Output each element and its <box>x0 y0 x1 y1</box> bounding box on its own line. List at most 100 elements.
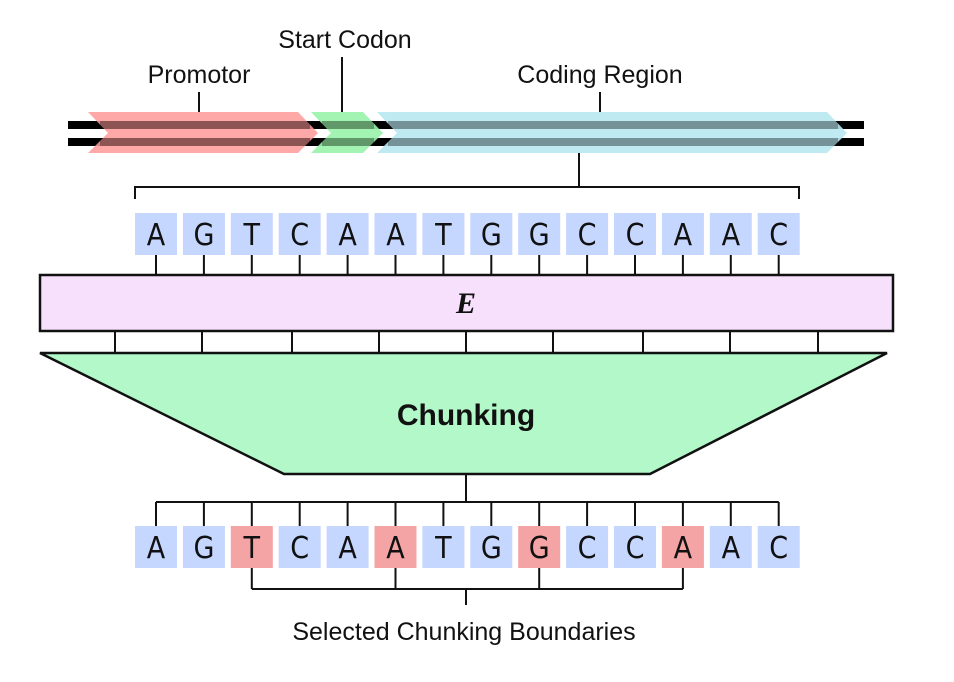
output-nucleotide: G <box>182 526 225 568</box>
output-nucleotide: G <box>470 526 513 568</box>
input-nucleotide: C <box>566 213 609 255</box>
nucleotide-box <box>230 213 273 255</box>
chunking-label: Chunking <box>397 399 535 432</box>
promotor-label: Promotor <box>148 61 251 89</box>
output-nucleotide: C <box>566 526 609 568</box>
input-nucleotide: A <box>135 213 177 255</box>
boundary-bracket <box>250 568 684 605</box>
region-coding <box>377 112 847 153</box>
nucleotide-box <box>374 213 417 255</box>
output-nucleotide: G <box>518 526 561 568</box>
encoder-label: E <box>455 287 476 320</box>
coding-region-band-top <box>388 121 838 129</box>
promotor-band-bottom <box>100 138 310 146</box>
nucleotide-letter: T <box>434 218 452 253</box>
nucleotide-box <box>661 213 704 255</box>
nucleotide-letter: C <box>769 531 788 566</box>
input-nucleotide: A <box>374 213 417 255</box>
nucleotide-box <box>470 526 513 568</box>
output-nucleotide: C <box>757 526 800 568</box>
nucleotide-box <box>326 213 369 255</box>
nucleotide-box <box>614 526 656 568</box>
nucleotide-box <box>757 526 800 568</box>
output-nucleotide: A <box>374 526 417 568</box>
selected-boundaries-label: Selected Chunking Boundaries <box>292 618 635 646</box>
nucleotide-box <box>518 213 561 255</box>
nucleotide-box <box>278 526 321 568</box>
nucleotide-letter: G <box>193 218 214 253</box>
input-nucleotide: C <box>278 213 321 255</box>
start-codon-label: Start Codon <box>278 26 411 54</box>
encoder-outputs <box>114 331 819 353</box>
output-nucleotide: A <box>135 526 177 568</box>
nucleotide-letter: A <box>338 218 357 253</box>
output-nucleotide: C <box>278 526 321 568</box>
nucleotide-box <box>278 213 321 255</box>
boundary-nucleotide-box <box>230 526 273 568</box>
nucleotide-letter: T <box>434 531 452 566</box>
bracket-bar <box>134 186 800 199</box>
input-nucleotide: T <box>230 213 273 255</box>
nucleotide-letter: G <box>529 531 550 566</box>
nucleotide-box <box>566 213 609 255</box>
input-nucleotide: C <box>757 213 800 255</box>
nucleotide-letter: G <box>529 218 550 253</box>
promotor-band-top <box>100 121 310 129</box>
nucleotide-letter: A <box>674 218 693 253</box>
nucleotide-letter: A <box>674 531 693 566</box>
output-nucleotide: C <box>614 526 656 568</box>
nucleotide-letter: C <box>626 531 645 566</box>
nucleotide-letter: A <box>147 218 166 253</box>
nucleotide-letter: C <box>626 218 645 253</box>
output-nucleotide: T <box>422 526 465 568</box>
coding-region-band-bottom <box>388 138 838 146</box>
nucleotide-letter: A <box>147 531 166 566</box>
nucleotide-box <box>614 213 656 255</box>
input-nucleotide: G <box>470 213 513 255</box>
input-nucleotide: G <box>518 213 561 255</box>
nucleotide-box <box>566 526 609 568</box>
input-nucleotide: A <box>326 213 369 255</box>
nucleotide-box <box>326 526 369 568</box>
nucleotide-letter: T <box>243 531 261 566</box>
nucleotide-box <box>709 213 752 255</box>
boundary-nucleotide-box <box>518 526 561 568</box>
nucleotide-letter: A <box>722 531 741 566</box>
chunking-output-tree <box>155 474 780 526</box>
nucleotide-box <box>422 526 465 568</box>
nucleotide-letter: C <box>290 218 309 253</box>
nucleotide-letter: C <box>769 218 788 253</box>
nucleotide-box <box>182 526 225 568</box>
nucleotide-box <box>135 213 177 255</box>
start-codon-band-bottom <box>322 138 374 146</box>
promotor-arrow <box>88 112 318 153</box>
start-codon-band-top <box>322 121 374 129</box>
input-nucleotide: A <box>709 213 752 255</box>
nucleotide-box <box>422 213 465 255</box>
nucleotide-letter: C <box>578 218 597 253</box>
coding-region-bracket <box>134 153 800 199</box>
output-nucleotide: A <box>709 526 752 568</box>
region-start-codon <box>311 112 383 153</box>
start-codon-arrow <box>311 112 383 153</box>
output-nucleotide: T <box>230 526 273 568</box>
input-nucleotide: A <box>661 213 704 255</box>
nucleotide-letter: A <box>338 531 357 566</box>
output-nucleotide: A <box>661 526 704 568</box>
nucleotide-box <box>135 526 177 568</box>
nucleotide-letter: A <box>722 218 741 253</box>
coding-region-label: Coding Region <box>517 61 682 89</box>
coding-region-arrow <box>377 112 847 153</box>
nucleotide-letter: C <box>290 531 309 566</box>
region-promotor <box>88 112 318 153</box>
input-nucleotide: C <box>614 213 656 255</box>
nucleotide-box <box>709 526 752 568</box>
nucleotide-letter: G <box>193 531 214 566</box>
nucleotide-box <box>182 213 225 255</box>
input-nucleotide: T <box>422 213 465 255</box>
nucleotide-letter: G <box>481 531 502 566</box>
nucleotide-letter: A <box>386 531 405 566</box>
